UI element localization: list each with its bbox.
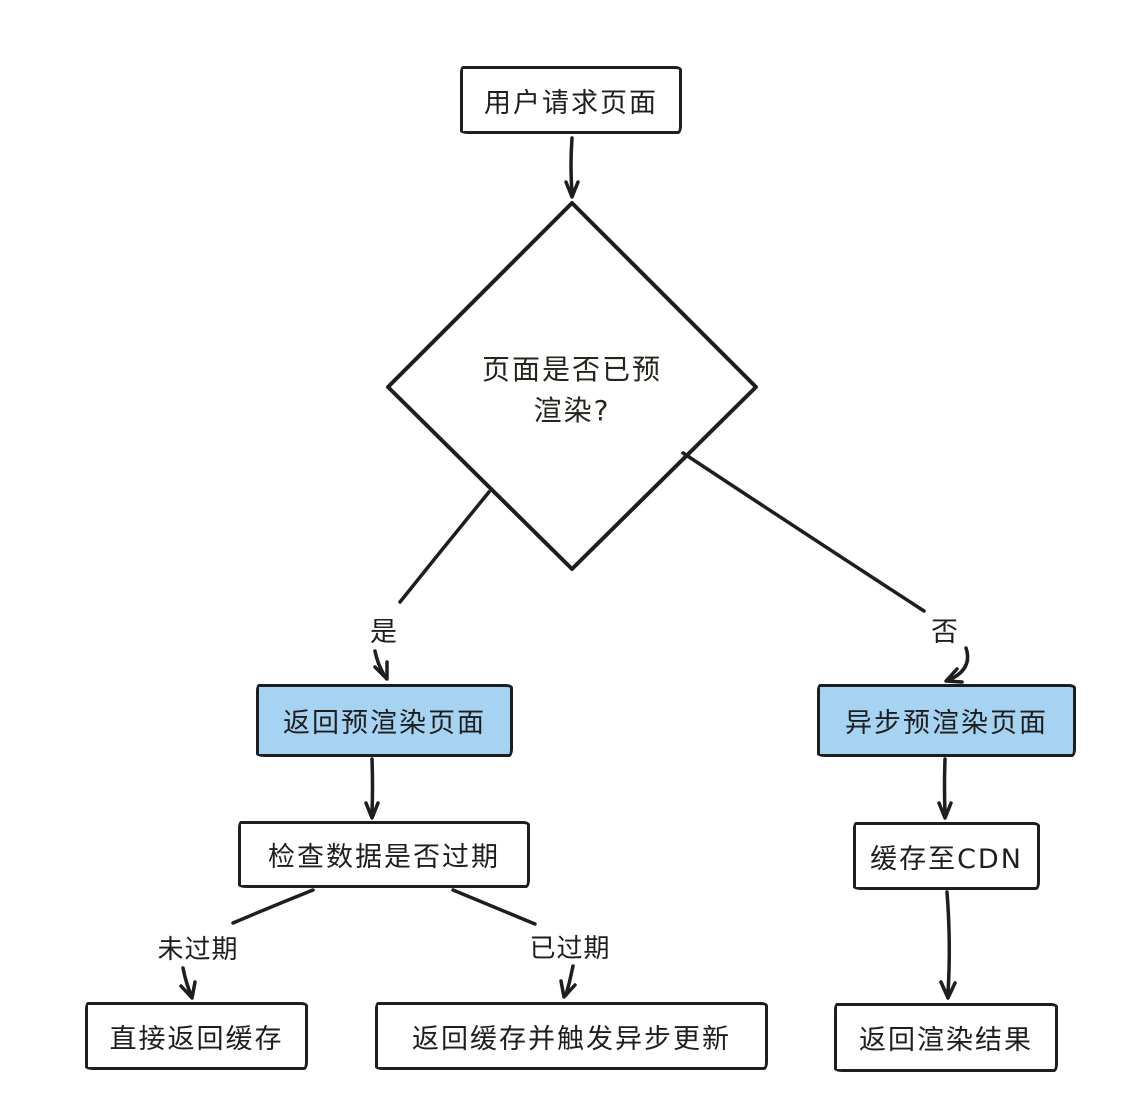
node-return-cache-trigger-update-label: 返回缓存并触发异步更新	[412, 1023, 731, 1055]
edge-check-to-notexpired-line	[231, 888, 315, 925]
node-decision-label: 页面是否已预 渲染?	[481, 353, 662, 427]
node-user-request: 用户请求页面	[460, 66, 682, 134]
edge-return-to-check-line	[370, 757, 375, 815]
edge-async-to-cdn-arrowhead	[937, 801, 953, 820]
edge-notexpired-arrow-curve	[181, 966, 193, 997]
node-return-prerendered-page-label: 返回预渲染页面	[283, 708, 486, 739]
edge-no-arrow-curve	[947, 646, 970, 682]
edge-async-to-cdn-line	[942, 757, 947, 815]
edge-no-arrowhead	[944, 667, 964, 684]
node-cache-to-cdn-label: 缓存至CDN	[870, 843, 1023, 875]
decision-diamond-shape	[386, 201, 758, 571]
node-return-prerendered-page: 返回预渲染页面	[256, 684, 513, 757]
edge-decision-yes-line	[398, 490, 491, 604]
edge-start-to-decision-line	[569, 136, 574, 195]
node-check-data-expired-label: 检查数据是否过期	[268, 842, 500, 873]
edge-label-no: 否	[931, 617, 959, 648]
node-return-cache-direct-label: 直接返回缓存	[109, 1023, 284, 1055]
node-return-render-result: 返回渲染结果	[834, 1003, 1058, 1072]
node-async-prerender-page: 异步预渲染页面	[817, 684, 1076, 757]
edge-start-to-decision-arrowhead	[564, 180, 580, 199]
node-async-prerender-page-label: 异步预渲染页面	[845, 708, 1048, 739]
edge-cdn-to-result-line	[945, 890, 952, 995]
edge-label-not-expired: 未过期	[157, 935, 239, 965]
node-check-data-expired: 检查数据是否过期	[238, 821, 530, 888]
edge-notexpired-arrowhead	[179, 980, 197, 1000]
node-user-request-label: 用户请求页面	[484, 87, 658, 119]
edge-cdn-to-result-arrowhead	[939, 980, 957, 1000]
edge-decision-no-line	[681, 451, 926, 613]
node-cache-to-cdn: 缓存至CDN	[853, 822, 1040, 890]
edge-return-to-check-arrowhead	[364, 801, 380, 820]
edge-label-yes: 是	[370, 617, 398, 648]
edge-yes-arrowhead	[373, 660, 389, 681]
node-return-cache-direct: 直接返回缓存	[85, 1002, 308, 1070]
edge-label-expired: 已过期	[529, 934, 611, 964]
edge-check-to-expired-line	[451, 888, 537, 926]
node-return-render-result-label: 返回渲染结果	[859, 1025, 1033, 1056]
node-return-cache-trigger-update: 返回缓存并触发异步更新	[375, 1002, 768, 1070]
edge-expired-arrowhead	[559, 979, 577, 999]
